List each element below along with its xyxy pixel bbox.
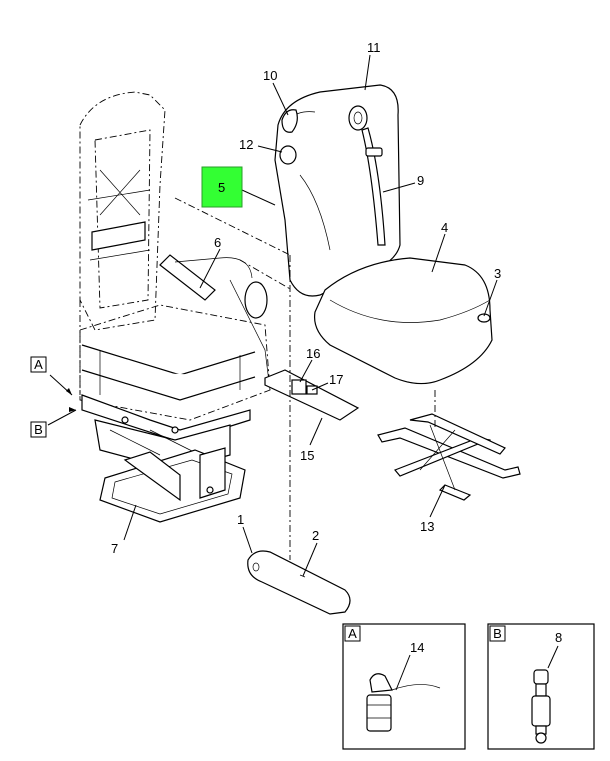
callout-7: 7 (111, 541, 118, 556)
detail-ref-a: A (34, 357, 43, 372)
armrest (247, 550, 351, 615)
callout-1: 1 (237, 512, 244, 527)
callout-15: 15 (300, 448, 314, 463)
callout-10: 10 (263, 68, 277, 83)
seat-frame (79, 91, 271, 471)
callout-leaders (47, 54, 498, 577)
spring-frame (377, 413, 521, 501)
callout-2: 2 (312, 528, 319, 543)
seat-back-cushion (274, 84, 401, 297)
callout-3: 3 (494, 266, 501, 281)
connection-lines (79, 197, 436, 560)
callout-9: 9 (417, 173, 424, 188)
callout-6: 6 (214, 235, 221, 250)
callout-17: 17 (329, 372, 343, 387)
callout-12: 12 (239, 137, 253, 152)
callout-4: 4 (441, 220, 448, 235)
detail-ref-b-box (30, 421, 47, 438)
highlight-box-5[interactable] (201, 166, 243, 208)
pedestal-base (99, 447, 246, 523)
callout-14: 14 (410, 640, 424, 655)
seat-cushion (313, 257, 493, 385)
callout-5: 5 (218, 180, 225, 195)
bracket-assembly (264, 369, 360, 421)
callout-13: 13 (420, 519, 434, 534)
callout-11: 11 (367, 40, 381, 55)
detail-inset-a-label: A (348, 626, 357, 641)
callout-8: 8 (555, 630, 562, 645)
detail-inset-b-label: B (493, 626, 502, 641)
detail-ref-a-box (30, 356, 47, 373)
callout-16: 16 (306, 346, 320, 361)
detail-inset-b: B 8 (487, 623, 595, 750)
detail-inset-a: A 14 (342, 623, 466, 750)
detail-ref-b: B (34, 422, 43, 437)
